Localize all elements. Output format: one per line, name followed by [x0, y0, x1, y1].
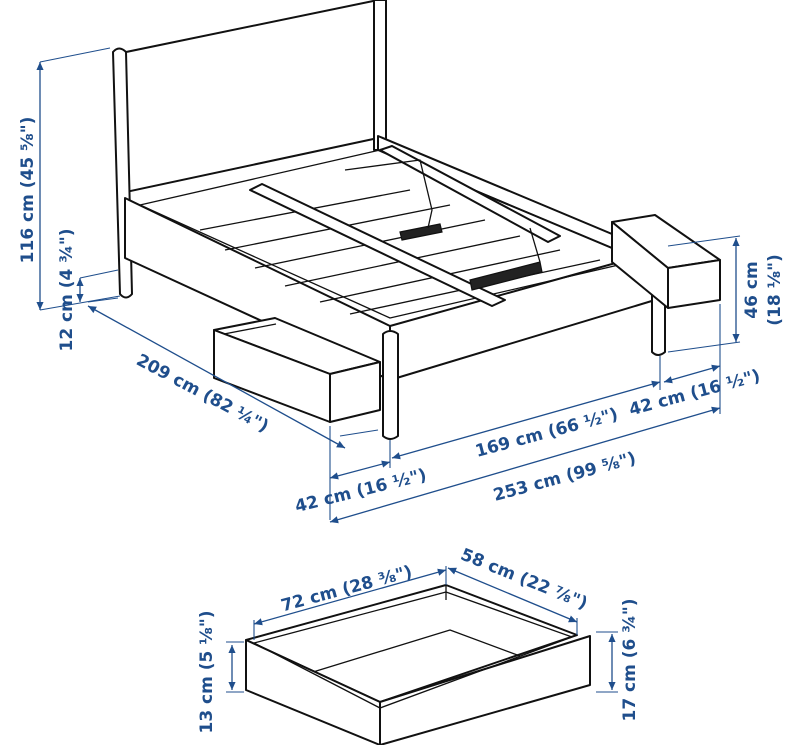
- total-width-label: 253 cm (99 ⅝"): [491, 449, 638, 506]
- front-drawer-depth-label: 42 cm (16 ½"): [293, 465, 429, 517]
- headboard-panel: [125, 0, 379, 193]
- drawer-inner-height-label: 13 cm (5 ⅛"): [197, 610, 217, 733]
- side-height-inch-label: (18 ⅛"): [765, 254, 785, 326]
- inner-width-label: 169 cm (66 ½"): [473, 405, 620, 462]
- side-height-label: 46 cm: [742, 261, 762, 318]
- headboard-height-label: 116 cm (45 ⅝"): [18, 117, 38, 264]
- bed-illustration: [112, 0, 721, 440]
- headboard-right-post: [373, 0, 387, 151]
- drawer-front-side: [379, 635, 591, 745]
- drawer-outer-height-label: 17 cm (6 ¾"): [620, 598, 640, 721]
- side-drawer-depth-label: 42 cm (16 ½"): [627, 366, 762, 420]
- bed-slats: [199, 145, 601, 315]
- drawer-left-side: [245, 639, 381, 745]
- side-drawer: [611, 214, 721, 309]
- leg-clearance-label: 12 cm (4 ¾"): [57, 228, 77, 351]
- front-left-leg: [382, 330, 399, 440]
